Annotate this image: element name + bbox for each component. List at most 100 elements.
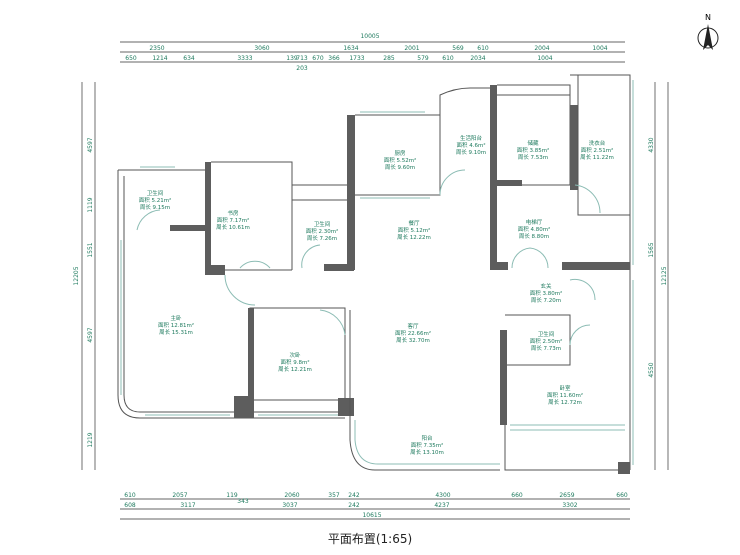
room-name: 阳台	[421, 434, 433, 442]
room-area: 面积 2.50m²	[530, 338, 563, 345]
room-perimeter: 周长 12.22m	[397, 233, 431, 241]
dimension-label: 203	[296, 65, 308, 72]
room-area: 面积 4.6m²	[456, 142, 485, 149]
room-name: 客厅	[407, 322, 419, 330]
dimension-label: 242	[348, 502, 360, 509]
room-area: 面积 3.80m²	[530, 290, 563, 297]
dimension-label: 634	[183, 55, 195, 62]
dimension-label: 2057	[172, 492, 187, 499]
dimension-label: 139	[286, 55, 298, 62]
room-name: 卧室	[559, 384, 571, 392]
dimension-label: 610	[477, 45, 489, 52]
room-perimeter: 周长 12.21m	[278, 365, 312, 373]
room-name: 主卧	[170, 314, 182, 322]
dimension-lines	[81, 41, 669, 520]
dimension-label: 3333	[237, 55, 252, 62]
dimension-label: 4300	[435, 492, 450, 499]
room-perimeter: 周长 11.22m	[580, 153, 614, 161]
dimension-label: 1214	[152, 55, 167, 62]
dimension-label: 660	[511, 492, 523, 499]
north-arrow-icon: N	[697, 13, 719, 50]
dimension-label: 4237	[434, 502, 449, 509]
room-area: 面积 2.51m²	[581, 147, 614, 154]
room-name: 洗衣台	[589, 139, 606, 147]
room-area: 面积 3.85m²	[517, 147, 550, 154]
room-name: 储藏	[527, 139, 539, 147]
dimension-label: 3037	[282, 502, 297, 509]
dimension-label: 285	[383, 55, 395, 62]
room-perimeter: 周长 7.20m	[531, 296, 561, 304]
room-perimeter: 周长 13.10m	[410, 448, 444, 456]
dimension-label: 660	[616, 492, 628, 499]
room-perimeter: 周长 10.61m	[216, 223, 250, 231]
dimension-label: 12205	[73, 266, 80, 285]
room-name: 卫生间	[538, 330, 555, 338]
dimension-label: 3117	[180, 502, 195, 509]
plan-title: 平面布置(1:65)	[328, 532, 412, 546]
dimension-label: 1634	[343, 45, 358, 52]
room-area: 面积 5.12m²	[398, 227, 431, 234]
room-perimeter: 周长 9.15m	[140, 203, 170, 211]
dimension-label: 1733	[349, 55, 364, 62]
room-area: 面积 12.81m²	[158, 322, 194, 329]
dimension-label: 357	[328, 492, 340, 499]
dimension-label: 1219	[87, 432, 94, 447]
dimension-label: 2001	[404, 45, 419, 52]
dimension-label: 1551	[87, 242, 94, 257]
dimension-label: 2659	[559, 492, 574, 499]
room-perimeter: 周长 7.26m	[307, 234, 337, 242]
dimension-label: 2060	[284, 492, 299, 499]
room-name: 卫生间	[147, 189, 164, 197]
dimension-label: 4597	[87, 137, 94, 152]
room-area: 面积 5.52m²	[384, 157, 417, 164]
dimension-label: 610	[442, 55, 454, 62]
room-name: 电梯厅	[526, 218, 543, 226]
room-perimeter: 周长 32.70m	[396, 336, 430, 344]
room-perimeter: 周长 7.73m	[531, 344, 561, 352]
dimension-label: 610	[124, 492, 136, 499]
dimension-label: 242	[348, 492, 360, 499]
dimension-label: 10615	[362, 512, 381, 519]
dimension-label: 3302	[562, 502, 577, 509]
dimension-label: 1004	[537, 55, 552, 62]
north-label: N	[705, 13, 711, 22]
dimension-label: 569	[452, 45, 464, 52]
walls	[117, 74, 634, 474]
dimension-label: 12125	[661, 266, 668, 285]
room-perimeter: 周长 7.53m	[518, 153, 548, 161]
room-name: 餐厅	[408, 219, 420, 227]
room-area: 面积 9.8m²	[280, 359, 309, 366]
dimension-label: 670	[312, 55, 324, 62]
room-name: 书房	[227, 209, 239, 217]
room-area: 面积 11.60m²	[547, 392, 583, 399]
room-name: 玄关	[540, 282, 552, 290]
dimension-label: 2350	[149, 45, 164, 52]
dimension-label: 713	[296, 55, 308, 62]
room-perimeter: 周长 9.10m	[456, 148, 486, 156]
room-perimeter: 周长 15.31m	[159, 328, 193, 336]
dimension-label: 2034	[470, 55, 485, 62]
dimension-label: 10005	[360, 33, 379, 40]
dimension-labels: 10005 2350 3060 1634 2001 569 610 2004 1004 650 12…	[73, 33, 668, 519]
room-area: 面积 2.30m²	[306, 228, 339, 235]
room-name: 生活阳台	[460, 134, 483, 142]
room-area: 面积 7.35m²	[411, 442, 444, 449]
room-perimeter: 周长 12.72m	[548, 398, 582, 406]
dimension-label: 1565	[648, 242, 655, 257]
room-area: 面积 7.17m²	[217, 217, 250, 224]
room-perimeter: 周长 9.60m	[385, 163, 415, 171]
room-area: 面积 5.21m²	[139, 197, 172, 204]
dimension-label: 119	[226, 492, 238, 499]
dimension-label: 3060	[254, 45, 269, 52]
dimension-label: 608	[124, 502, 136, 509]
dimension-label: 2004	[534, 45, 549, 52]
dimension-label: 650	[125, 55, 137, 62]
dimension-label: 343	[237, 498, 249, 505]
room-name: 厨房	[394, 149, 406, 157]
dimension-label: 1119	[87, 197, 94, 212]
dimension-label: 4550	[648, 362, 655, 377]
dimension-label: 4597	[87, 327, 94, 342]
room-name: 次卧	[289, 351, 301, 359]
room-perimeter: 周长 8.80m	[519, 232, 549, 240]
